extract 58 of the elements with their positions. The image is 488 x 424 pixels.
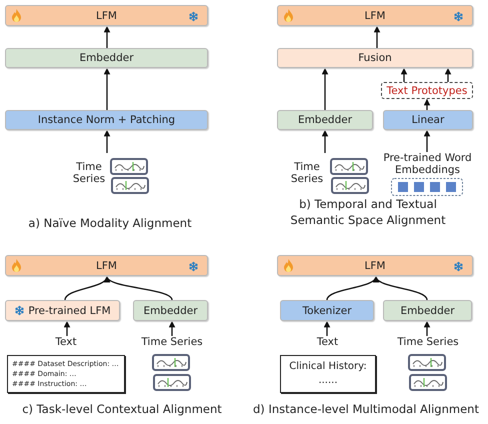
box-label: Linear [412,114,444,126]
arrow [104,68,110,110]
caption: d) Instance-level Multimodal Alignment [252,402,480,418]
process-box [5,110,208,130]
arrow [322,130,328,153]
arrow [322,68,328,110]
box-label: Tokenizer [302,304,352,316]
box-label: Text Prototypes [386,84,468,96]
input-label: Time Series [290,161,324,186]
input-label: Pre-trained Word Embeddings [382,152,473,176]
model-box [5,5,208,26]
input-label: Text [316,336,340,348]
arrow [104,26,110,48]
box-label: Embedder [298,114,352,126]
linear-box [383,110,473,130]
embedder-box [5,48,208,68]
arrow [400,68,408,82]
arrow [64,320,70,336]
box-label: Embedder [79,52,134,64]
arrow [64,276,108,300]
box-label: Fusion [358,52,392,64]
box-label: Pre-trained LFM [28,304,111,316]
arrow [326,276,378,300]
fusion-box [277,48,473,68]
arrow [374,26,380,48]
arrow [424,130,430,152]
model-box [277,255,473,276]
arrow [424,320,430,336]
embedder-box [133,300,208,321]
dashed-box [381,82,473,99]
model-box [5,255,208,276]
box-label: LFM [96,10,117,22]
arrow [444,68,452,82]
box-label: Embedder [400,304,455,316]
caption: b) Temporal and Textual Semantic Space Alignment [289,197,447,228]
box-label: Embedder [143,304,198,316]
input-label: Time Series [72,161,106,186]
model-box [277,5,473,26]
caption: a) Naïve Modality Alignment [27,216,193,232]
input-label: Text [54,336,78,348]
input-label: Time Series [140,336,204,348]
arrow [168,320,176,336]
tokenizer-box [280,300,374,321]
arrow [324,320,330,336]
box-label: LFM [364,260,386,272]
caption: c) Task-level Contextual Alignment [21,402,223,418]
embedder-box [277,110,373,130]
arrow [106,276,173,300]
model-box [5,300,120,321]
arrow [374,276,428,300]
box-label: LFM [96,260,117,272]
input-label: Time Series [396,336,460,348]
arrow [104,130,110,153]
arrow [424,98,430,110]
text-line: Clinical History: ...... [288,360,368,388]
box-label: Instance Norm + Patching [38,114,176,126]
embedder-box [383,300,472,321]
box-label: LFM [364,10,386,22]
